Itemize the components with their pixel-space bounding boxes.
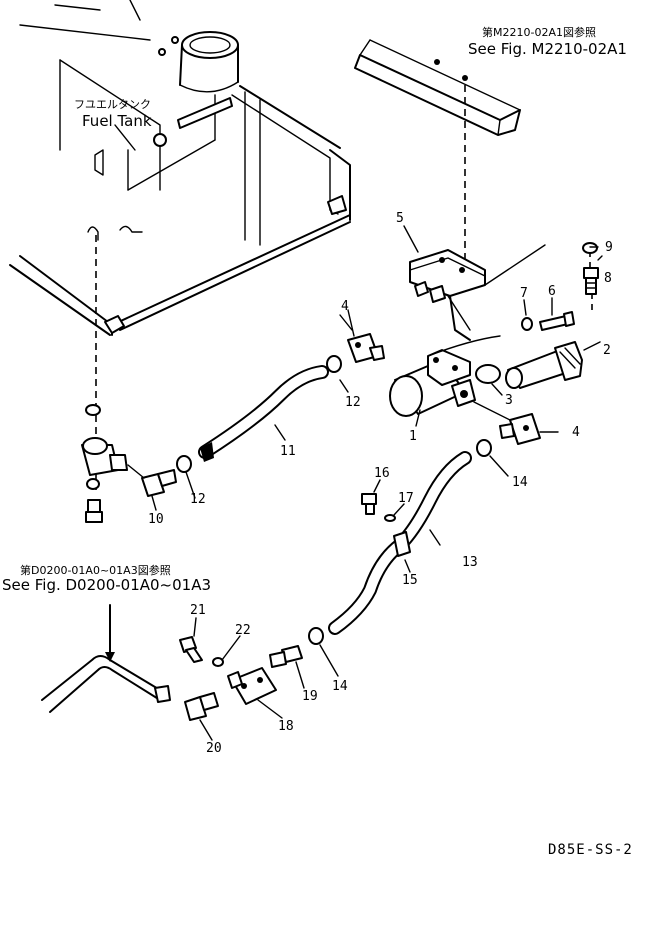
- bolt-6: [539, 311, 575, 331]
- hose-11-end: [200, 442, 214, 462]
- callout-3: 3: [505, 393, 513, 408]
- callout-7: 7: [520, 286, 528, 301]
- connector-4-upper: [339, 314, 385, 363]
- nipple-19: [269, 645, 303, 668]
- fuel-tank-leader: [114, 124, 136, 151]
- clip-12-upper: [326, 355, 342, 373]
- callout-1: 1: [409, 429, 417, 444]
- elbow-10: [127, 464, 177, 497]
- clamp-15: [393, 531, 411, 557]
- element-2: [505, 341, 583, 389]
- banjo-fitting: [81, 404, 128, 523]
- bolt-16: [361, 493, 377, 515]
- ref-left-label-en: See Fig. D0200-01A0~01A3: [2, 576, 211, 594]
- callout-16: 16: [374, 466, 390, 481]
- return-pipe-end: [154, 685, 171, 703]
- callout-10: 10: [148, 512, 164, 527]
- bracket-5: [409, 244, 546, 341]
- drawing-code: D85E-SS-2: [548, 842, 633, 858]
- filter-1: [389, 335, 501, 417]
- callout-2: 2: [603, 343, 611, 358]
- callout-6: 6: [548, 284, 556, 299]
- clip-12-lower: [176, 455, 192, 473]
- callout-17: 17: [398, 491, 414, 506]
- callout-15: 15: [402, 573, 418, 588]
- callout-18: 18: [278, 719, 294, 734]
- washer-9: [582, 242, 598, 254]
- ref-left-arrow: [105, 652, 115, 662]
- callout-13: 13: [462, 555, 478, 570]
- bolt-21: [179, 636, 203, 663]
- plate-18: [227, 667, 277, 705]
- hose-11-fill: [200, 367, 327, 457]
- callout-11: 11: [280, 444, 296, 459]
- pipe-filter-to-4: [473, 401, 511, 421]
- washer-22: [212, 657, 224, 667]
- callout-14b: 14: [332, 679, 348, 694]
- return-pipe-outer: [41, 655, 161, 701]
- callout-14a: 14: [512, 475, 528, 490]
- fuel-tank-label-jp: フユエルタンク: [74, 98, 151, 111]
- return-pipe-inner: [49, 666, 161, 713]
- fuel-tank: [9, 0, 351, 336]
- o-ring-3: [475, 364, 501, 384]
- callout-12b: 12: [190, 492, 206, 507]
- callout-12a: 12: [345, 395, 361, 410]
- callout-4a: 4: [341, 299, 349, 314]
- callout-5: 5: [396, 211, 404, 226]
- washer-7: [521, 317, 533, 331]
- ref-left-label-jp: 第D0200-01A0~01A3図参照: [20, 563, 171, 577]
- callout-19: 19: [302, 689, 318, 704]
- callout-4b: 4: [572, 425, 580, 440]
- elbow-20: [184, 692, 219, 721]
- callout-22: 22: [235, 623, 251, 638]
- clip-14-upper: [476, 439, 492, 457]
- callout-9: 9: [605, 240, 613, 255]
- frame-beam: [354, 39, 521, 136]
- washer-17: [384, 514, 396, 522]
- ref-top-label-en: See Fig. M2210-02A1: [468, 40, 627, 58]
- ref-top-label-jp: 第M2210-02A1図参照: [482, 25, 596, 39]
- clip-14-lower: [308, 627, 324, 645]
- fuel-tank-label-en: Fuel Tank: [82, 112, 152, 130]
- connector-4-right: [499, 413, 541, 445]
- callout-21: 21: [190, 603, 206, 618]
- callout-20: 20: [206, 741, 222, 756]
- callout-8: 8: [604, 271, 612, 286]
- bolt-8: [583, 267, 599, 295]
- callout-leaders: [151, 225, 603, 741]
